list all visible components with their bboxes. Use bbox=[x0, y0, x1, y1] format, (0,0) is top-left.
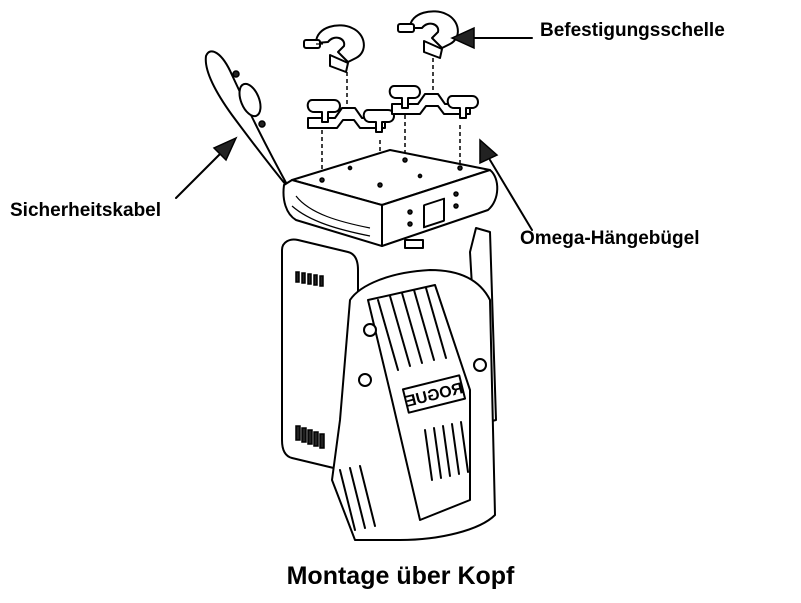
callout-arrows bbox=[175, 26, 533, 231]
fixture-head: ROGUE bbox=[331, 269, 496, 541]
label-omega-bracket: Omega-Hängebügel bbox=[520, 228, 700, 249]
label-safety-cable: Sicherheitskabel bbox=[10, 200, 162, 221]
omega-bracket-right bbox=[388, 85, 479, 119]
label-clamp: Befestigungsschelle bbox=[540, 20, 725, 41]
fixture-base bbox=[282, 149, 499, 249]
clamp-left bbox=[303, 24, 365, 73]
diagram-title: Montage über Kopf bbox=[286, 562, 515, 590]
safety-cable bbox=[204, 50, 291, 191]
omega-bracket-left bbox=[306, 99, 395, 133]
clamp-right bbox=[397, 10, 459, 59]
